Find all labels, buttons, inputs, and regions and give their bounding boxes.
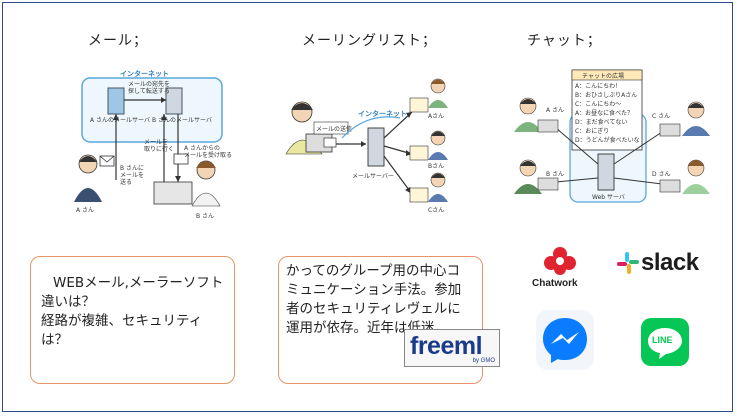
svg-text:メールを受け取る: メールを受け取る: [184, 151, 232, 159]
svg-text:チャットの広場: チャットの広場: [582, 72, 624, 80]
heading-chat: チャット；: [527, 33, 602, 49]
envelope-icon: [323, 137, 337, 148]
server-a-icon: [107, 87, 125, 115]
mail-note-box: [30, 256, 235, 384]
svg-text:Web サーバ: Web サーバ: [592, 194, 625, 201]
svg-text:A：こんにちわ！: A：こんにちわ！: [575, 83, 621, 90]
svg-text:D さん: D さん: [652, 171, 671, 178]
mail-internet-label: インターネット: [120, 70, 169, 78]
messenger-logo-icon: [536, 310, 594, 370]
svg-text:メールの宛先を: メールの宛先を: [128, 80, 170, 88]
ml-note-line-1: かってのグループ用の中心コ: [286, 263, 461, 279]
svg-text:A さんのメールサーバ: A さんのメールサーバ: [90, 117, 150, 124]
svg-text:B：おひさしぶりAさん: B：おひさしぶりAさん: [575, 92, 637, 99]
mail-note-line-4: は？: [41, 332, 68, 348]
mail-note-line-2: 違いは？: [41, 294, 95, 310]
recipient-c: Cさん: [409, 172, 448, 214]
envelope-icon-2: [173, 153, 189, 165]
svg-text:A さん: A さん: [546, 107, 564, 114]
slide-frame: [2, 2, 733, 412]
svg-text:B さんに: B さんに: [120, 165, 144, 172]
svg-text:メールサーバー: メールサーバー: [352, 173, 394, 180]
freeml-logo: freeml by GMO: [404, 329, 500, 367]
svg-text:D：うどんが食べたいな: D：うどんが食べたいな: [575, 136, 640, 144]
svg-text:B さんのメールサーバ: B さんのメールサーバ: [152, 117, 212, 124]
svg-text:C：こんにちわ～: C：こんにちわ～: [575, 101, 621, 108]
svg-text:メールを: メールを: [120, 172, 144, 179]
mailing-list-diagram: メールの送信 インターネット メールサーバー Aさん Bさん Cさん: [285, 78, 448, 214]
line-logo-text: LINE: [652, 335, 673, 345]
ml-internet-label: インターネット: [358, 109, 407, 118]
ml-note-line-2: ミュニケーション手法。参加: [286, 282, 462, 298]
svg-text:Aさん: Aさん: [428, 113, 444, 120]
heading-mail: メール；: [88, 33, 148, 49]
svg-text:C：おにぎり: C：おにぎり: [575, 127, 609, 135]
chatwork-logo-text: Chatwork: [532, 278, 578, 289]
svg-text:探して転送する: 探して転送する: [128, 87, 170, 95]
web-server-icon: [597, 153, 615, 191]
svg-text:取りに行く: 取りに行く: [144, 145, 174, 153]
ml-note-line-3: 者のセキュリティレヴェルに: [286, 301, 461, 317]
svg-text:Bさん: Bさん: [428, 163, 444, 170]
envelope-icon: [99, 155, 115, 167]
chat-person-d: D さん: [652, 159, 710, 194]
svg-text:A さん: A さん: [76, 207, 94, 214]
recipient-a: Aさん: [409, 78, 448, 120]
svg-text:A さんからの: A さんからの: [184, 145, 220, 152]
server-b-icon: [165, 87, 183, 115]
mail-note-line-1: WEBメール,メーラーソフト: [53, 275, 224, 291]
chat-person-c: C さん: [652, 101, 710, 137]
mail-server-icon: [367, 127, 385, 167]
chatwork-logo-icon: [544, 247, 576, 275]
svg-text:A：お昼なに食べた？: A：お昼なに食べた？: [575, 109, 633, 117]
svg-text:送る: 送る: [120, 178, 132, 186]
chat-diagram: チャットの広場 A：こんにちわ！ B：おひさしぶりAさん C：こんにちわ～ A：…: [514, 69, 710, 203]
heading-mailing-list: メーリングリスト；: [302, 33, 437, 49]
svg-text:D：まだ食べてない: D：まだ食べてない: [575, 118, 627, 126]
line-logo-icon: [641, 318, 689, 366]
chat-panel: [571, 69, 643, 151]
mail-diagram: インターネット メールの宛先を 探して転送する A さんのメールサーバ B さん…: [74, 70, 232, 220]
freeml-logo-text: freeml: [410, 332, 483, 360]
freeml-logo-sub: by GMO: [472, 358, 495, 364]
svg-text:Cさん: Cさん: [428, 207, 444, 214]
slack-logo-text: slack: [641, 249, 699, 276]
svg-text:B さん: B さん: [196, 213, 214, 220]
recipient-b: Bさん: [409, 130, 448, 170]
svg-text:メールを: メールを: [144, 139, 168, 146]
svg-text:C さん: C さん: [652, 113, 670, 120]
svg-text:メールの送信: メールの送信: [316, 125, 352, 133]
chat-person-b: B さん: [514, 159, 564, 194]
mail-note-line-3: 経路が複雑、セキュリティ: [41, 313, 203, 329]
chat-person-a: A さん: [514, 97, 564, 133]
laptop-icon: [153, 181, 193, 205]
slack-logo-icon: [617, 252, 639, 274]
svg-text:B さん: B さん: [546, 171, 564, 178]
